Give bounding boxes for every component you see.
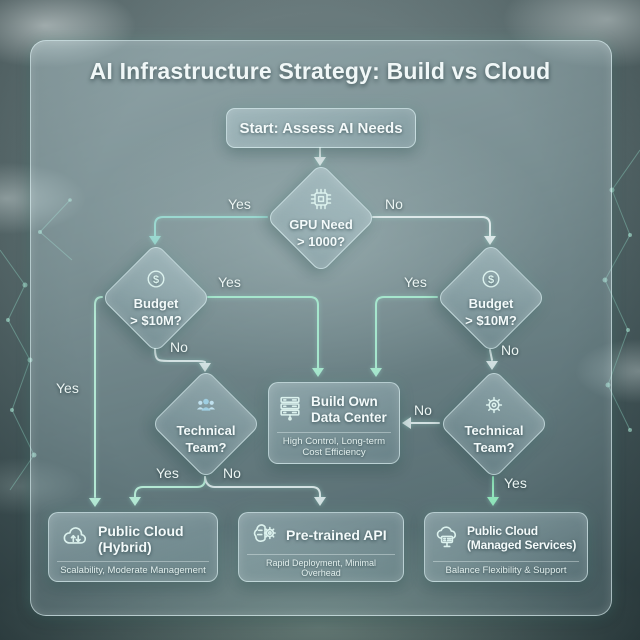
svg-text:$: $: [153, 273, 159, 285]
outcome-subtitle: Balance Flexibility & Support: [433, 561, 579, 576]
decision-tech-team-right: Technical Team?: [438, 368, 550, 480]
gear-icon: [482, 393, 506, 423]
decision-text: Team?: [185, 439, 227, 455]
outcome-subtitle: High Control, Long-term Cost Efficiency: [277, 432, 391, 458]
decision-text: GPU Need: [289, 217, 353, 233]
start-node: Start: Assess AI Needs: [226, 108, 416, 148]
decision-text: Team?: [473, 439, 515, 455]
decision-tech-team-left: Technical Team?: [150, 368, 262, 480]
arrowhead: [199, 363, 211, 372]
outcome-title: (Managed Services): [467, 538, 577, 552]
cloud-server-icon: [433, 524, 461, 555]
decision-text: Budget: [468, 296, 514, 312]
server-rack-icon: [277, 394, 304, 426]
dollar-icon: $: [145, 268, 167, 296]
decision-gpu-need: GPU Need > 1000?: [265, 162, 377, 274]
arrowhead: [402, 417, 411, 429]
edge-label-tech-left-yes: Yes: [156, 465, 179, 481]
edge-label-budget-left-alt-yes: Yes: [56, 380, 79, 396]
outcome-public-cloud-hybrid: Public Cloud (Hybrid) Scalability, Moder…: [48, 512, 218, 582]
arrowhead: [149, 236, 161, 245]
arrowhead: [129, 497, 141, 506]
edge-label-budget-left-no: No: [170, 339, 188, 355]
decision-text: Technical: [176, 423, 236, 439]
arrowhead: [314, 157, 326, 166]
decision-text: Budget: [133, 296, 179, 312]
arrowhead: [370, 368, 382, 377]
edge-label-tech-right-yes: Yes: [504, 475, 527, 491]
outcome-title: (Hybrid): [98, 539, 152, 555]
edge-gpu-no: [372, 216, 491, 237]
edge-label-gpu-yes: Yes: [228, 196, 251, 212]
decision-budget-left: $ Budget > $10M?: [100, 242, 212, 354]
decision-text: > 1000?: [296, 233, 346, 249]
edge-budget-left-no: [154, 348, 206, 363]
arrowhead: [487, 497, 499, 506]
start-label: Start: Assess AI Needs: [239, 119, 403, 137]
team-icon: [194, 393, 218, 423]
brain-gear-icon: [251, 520, 279, 551]
outcome-title: Pre-trained API: [286, 527, 387, 544]
edge-label-budget-right-no: No: [501, 342, 519, 358]
outcome-subtitle: Rapid Deployment, Minimal Overhead: [247, 554, 395, 578]
decision-text: > $10M?: [465, 312, 517, 328]
edge-budget-left-alt-yes: [94, 296, 103, 498]
arrowhead: [484, 236, 496, 245]
outcome-subtitle: Scalability, Moderate Management: [57, 561, 209, 576]
arrowhead: [312, 368, 324, 377]
edge-budget-left-yes: [207, 296, 319, 369]
edge-budget-right-no: [489, 349, 493, 361]
outcome-title: Public Cloud: [98, 522, 184, 539]
cloud-sync-icon: [61, 524, 91, 555]
edge-tech-left-no: [204, 476, 321, 498]
arrowhead: [314, 497, 326, 506]
page-title: AI Infrastructure Strategy: Build vs Clo…: [89, 58, 551, 84]
outcome-build-data-center: Build Own Data Center High Control, Long…: [268, 382, 400, 464]
dollar-icon: $: [480, 268, 502, 296]
edge-label-budget-right-yes: Yes: [404, 274, 427, 290]
edge-label-budget-left-yes: Yes: [218, 274, 241, 290]
edge-label-tech-right-no: No: [414, 402, 432, 418]
arrowhead: [89, 498, 101, 507]
flowchart-panel: [30, 40, 612, 616]
decision-text: Technical: [464, 423, 524, 439]
outcome-title: Public Cloud: [467, 524, 538, 539]
chip-icon: [309, 187, 333, 217]
decision-text: > $10M?: [130, 312, 182, 328]
outcome-public-cloud-managed: Public Cloud (Managed Services) Balance …: [424, 512, 588, 582]
outcome-pretrained-api: Pre-trained API Rapid Deployment, Minima…: [238, 512, 404, 582]
svg-text:$: $: [488, 273, 494, 285]
edge-budget-right-yes: [375, 296, 438, 369]
decision-budget-right: $ Budget > $10M?: [435, 242, 547, 354]
edge-gpu-yes: [154, 216, 268, 237]
edge-tech-left-yes: [134, 476, 206, 498]
edge-label-gpu-no: No: [385, 196, 403, 212]
edge-label-tech-left-no: No: [223, 465, 241, 481]
outcome-title: Data Center: [311, 409, 387, 425]
arrowhead: [486, 361, 498, 370]
outcome-title: Build Own: [311, 393, 378, 409]
